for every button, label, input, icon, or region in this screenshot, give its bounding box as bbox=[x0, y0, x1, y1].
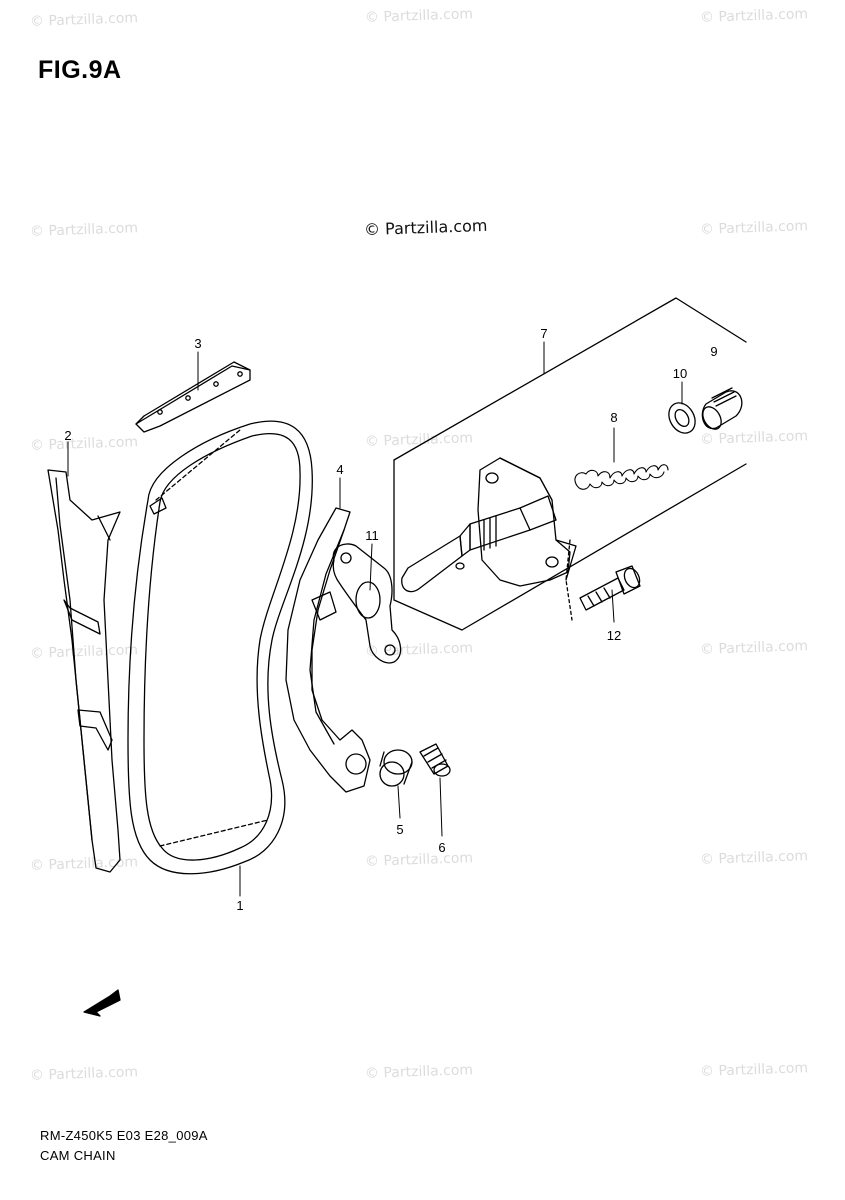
bushing-part bbox=[380, 750, 412, 786]
footer-code: RM-Z450K5 E03 E28_009A bbox=[40, 1128, 208, 1143]
callout-12: 12 bbox=[606, 628, 622, 643]
tensioner-arm-part bbox=[286, 508, 370, 792]
callout-1: 1 bbox=[236, 898, 244, 913]
callout-4: 4 bbox=[336, 462, 344, 477]
callout-10: 10 bbox=[672, 366, 688, 381]
tensioner-bolt-part bbox=[566, 540, 643, 620]
bolt-part bbox=[420, 744, 450, 776]
figure-title: FIG.9A bbox=[38, 56, 122, 84]
callout-3: 3 bbox=[194, 336, 202, 351]
fwd-arrow-icon bbox=[84, 990, 120, 1016]
tensioner-body-part bbox=[402, 458, 576, 592]
cam-chain-part bbox=[128, 421, 312, 874]
chain-guide-part bbox=[48, 470, 120, 872]
callout-2: 2 bbox=[64, 428, 72, 443]
callout-9: 9 bbox=[710, 344, 718, 359]
top-guide-part bbox=[136, 362, 250, 432]
callout-6: 6 bbox=[438, 840, 446, 855]
spring-part bbox=[575, 465, 668, 490]
footer-name: CAM CHAIN bbox=[40, 1148, 116, 1163]
gasket-part bbox=[333, 544, 400, 663]
callout-5: 5 bbox=[396, 822, 404, 837]
washer-part bbox=[664, 398, 701, 438]
tensioner-assembly-box bbox=[394, 298, 746, 630]
callout-7: 7 bbox=[540, 326, 548, 341]
callout-8: 8 bbox=[610, 410, 618, 425]
leader-lines bbox=[68, 342, 682, 896]
callout-11: 11 bbox=[365, 528, 379, 543]
plug-part bbox=[699, 388, 742, 432]
